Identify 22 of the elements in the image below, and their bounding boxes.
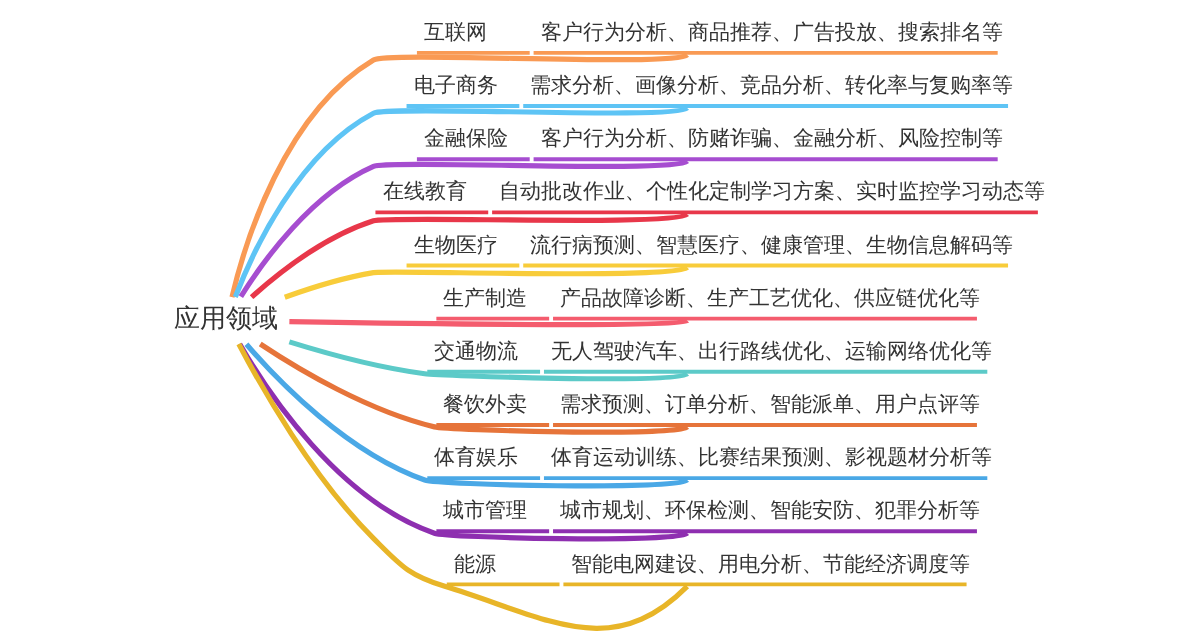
connector [249,211,688,300]
node-text: 在线教育 自动批改作业、个性化定制学习方案、实时监控学习动态等 [382,179,1046,204]
connector [236,342,689,631]
node-text: 餐饮外卖 需求预测、订单分析、智能派单、用户点评等 [443,392,981,417]
connector [229,52,688,298]
node-text: 能源 智能电网建设、用电分析、节能经济调度等 [453,551,970,576]
connector [238,158,688,299]
node-text: 金融保险 客户行为分析、防赌诈骗、金融分析、风险控制等 [424,126,1003,151]
node-text: 互联网 客户行为分析、商品推荐、广告投放、搜索排名等 [424,20,1003,45]
node-text: 应用领域 [173,303,278,334]
node-text: 生物医疗 流行病预测、智慧医疗、健康管理、生物信息解码等 [413,232,1014,257]
node-text: 城市管理 城市规划、环保检测、智能安防、犯罪分析等 [443,498,981,523]
connector [283,264,688,300]
connector [289,318,688,328]
node-text: 电子商务 需求分析、画像分析、竞品分析、转化率与复购率等 [413,73,1014,98]
node-text: 生产制造 产品故障诊断、生产工艺优化、供应链优化等 [443,285,981,310]
node-text: 体育娱乐 体育运动训练、比赛结果预测、影视题材分析等 [434,445,993,470]
connector [244,342,688,489]
connector [288,339,688,382]
connector [232,105,688,298]
node-text: 交通物流 无人驾驶汽车、出行路线优化、运输网络优化等 [434,338,993,363]
connector [258,341,688,435]
